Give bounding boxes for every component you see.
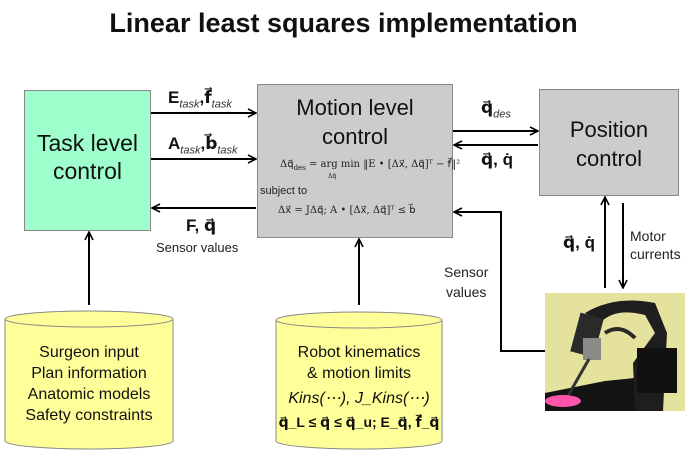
signal-e-f-task: Etask,f⃗task [168, 88, 232, 111]
objective-equation: Δq⃗des = arg min ‖E • [Δx⃗, Δq⃗]ᵀ − f⃗‖² [280, 159, 461, 172]
argmin-subscript: Δq⃗ [328, 173, 337, 180]
constraint-equation: Δx⃗ = JΔq⃗; A • [Δx⃗, Δq⃗]ᵀ ≤ b⃗ [278, 205, 416, 216]
signal-q-qdot-from-robot: q⃗, q̇ [563, 233, 595, 252]
signal-a-b-task: Atask,b⃗task [168, 134, 238, 157]
robot-model-text: Robot kinematics & motion limits Kins(⋯)… [278, 344, 440, 430]
sensor-values-caption: Sensor values [156, 240, 239, 255]
robot-sensor-values-label: Sensor values [444, 264, 489, 300]
position-block-line2: control [575, 146, 643, 171]
signal-f-q: F, q⃗ [186, 216, 217, 235]
motion-block-line1: Motion level [296, 95, 414, 120]
signal-q-des: q⃗des [481, 98, 511, 121]
task-level-control-block: Task level control [24, 90, 151, 231]
database-task-inputs [4, 310, 174, 450]
surgical-robot-image [545, 293, 685, 411]
position-control-block: Position control [539, 89, 679, 196]
database-robot-model [275, 311, 443, 450]
motion-level-control-block: Motion level control Δq⃗des = arg min ‖E… [257, 84, 460, 238]
task-inputs-text: Surgeon input Plan information Anatomic … [25, 344, 153, 424]
arrow-robot-to-motion [454, 212, 545, 352]
task-block-line1: Task level [37, 130, 138, 156]
subject-to-label: subject to [260, 185, 308, 197]
task-block-line2: control [52, 158, 123, 184]
motion-block-line2: control [321, 124, 389, 149]
diagram-title: Linear least squares implementation [109, 8, 578, 38]
robot-photo [545, 293, 685, 411]
signal-q-qdot-to-motion: q⃗, q̇ [481, 150, 513, 169]
motor-currents-label: Motor currents [630, 228, 681, 262]
position-block-line1: Position [569, 117, 649, 142]
